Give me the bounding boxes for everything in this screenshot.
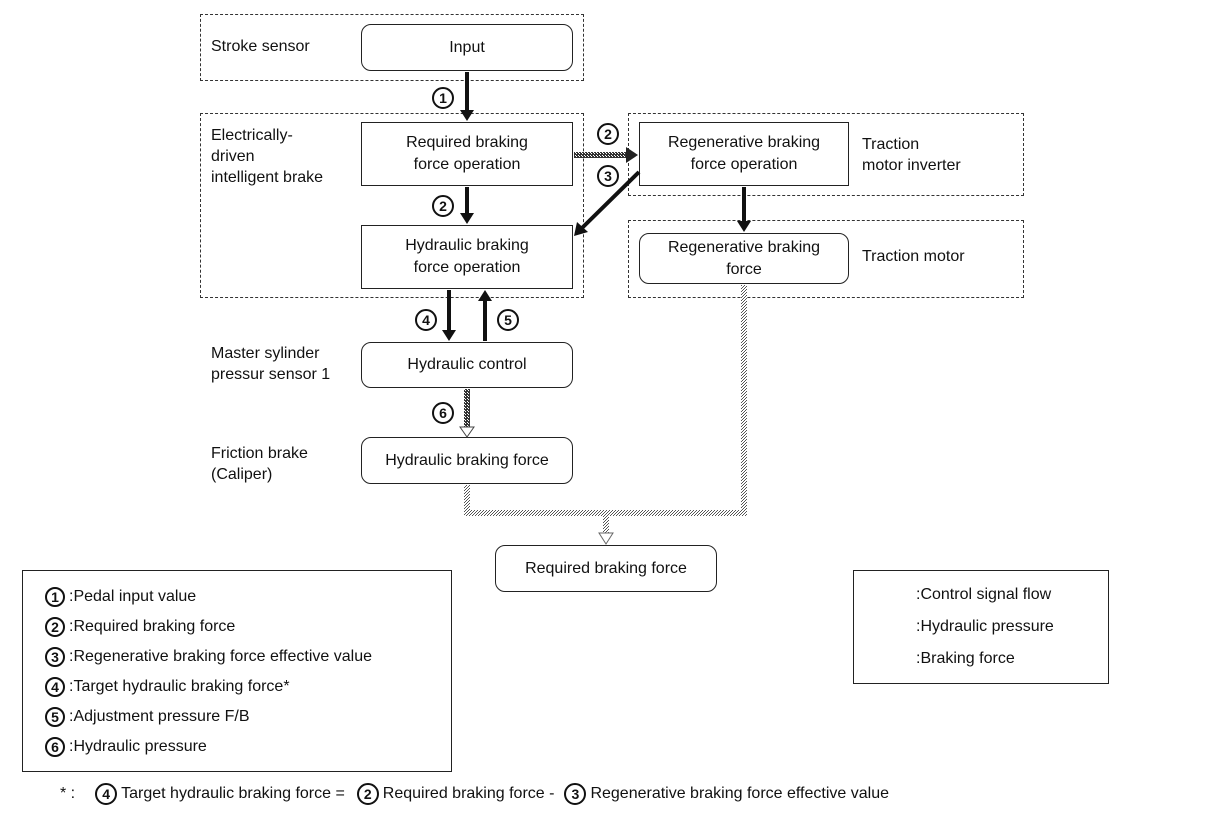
hyd-op-line2: force operation bbox=[413, 259, 521, 276]
hydraulic-braking-force-box: Hydraulic braking force bbox=[361, 437, 573, 484]
zone-intelligent-brake bbox=[200, 113, 584, 298]
input-box-text: Input bbox=[449, 38, 485, 56]
marker-2-circle-right: 2 bbox=[597, 123, 619, 145]
legend-item: 2 :Required braking force bbox=[45, 617, 235, 637]
legend-item: 4 :Target hydraulic braking force* bbox=[45, 677, 290, 697]
arrow-target-hydraulic-down bbox=[442, 290, 456, 341]
legend-item-text: :Pedal input value bbox=[69, 588, 197, 605]
legend-braking-force: :Braking force bbox=[916, 649, 1015, 669]
legend-item-text: :Adjustment pressure F/B bbox=[69, 708, 250, 725]
legend-number-circle: 1 bbox=[45, 587, 65, 607]
hyd-force-text: Hydraulic braking force bbox=[385, 451, 549, 469]
legend-number-circle: 2 bbox=[45, 617, 65, 637]
label-intelligent-brake: Electrically- driven intelligent brake bbox=[211, 127, 324, 186]
legend-item: 3 :Regenerative braking force effective … bbox=[45, 647, 372, 667]
legend-item: 1 :Pedal input value bbox=[45, 587, 196, 607]
marker-2-circle: 2 bbox=[432, 195, 454, 217]
legend-number-circle: 4 bbox=[45, 677, 65, 697]
legend-item: 5 :Adjustment pressure F/B bbox=[45, 707, 250, 727]
footnote-prefix: * : bbox=[60, 785, 76, 802]
connector-braking-force bbox=[464, 285, 747, 545]
legend-item-text: :Required braking force bbox=[69, 618, 236, 635]
legend-braking-text: :Braking force bbox=[916, 650, 1015, 667]
footnote-number-circle: 3 bbox=[564, 783, 587, 805]
required-braking-operation-box: Required braking force operation bbox=[361, 122, 573, 186]
legend-control-text: :Control signal flow bbox=[916, 586, 1052, 603]
label-motor-inverter: Traction motor inverter bbox=[862, 136, 961, 174]
required-braking-force-box: Required braking force bbox=[495, 545, 717, 592]
footnote-text-3: Regenerative braking force effective val… bbox=[590, 785, 889, 802]
arrow-adjustment-feedback-up bbox=[478, 290, 492, 341]
hyd-op-line1: Hydraulic braking bbox=[405, 237, 529, 254]
arrow-regenerative-to-force bbox=[737, 187, 751, 232]
legend-hydraulic-text: :Hydraulic pressure bbox=[916, 618, 1054, 635]
regenerative-braking-force-box: Regenerative braking force bbox=[639, 233, 849, 284]
number-legend: 1 :Pedal input value 2 :Required braking… bbox=[22, 570, 452, 772]
regen-force-line2: force bbox=[726, 260, 762, 278]
arrow-required-to-hydraulic bbox=[460, 187, 474, 224]
legend-item-text: :Regenerative braking force effective va… bbox=[69, 648, 372, 665]
label-traction-motor: Traction motor bbox=[862, 248, 965, 265]
marker-5-circle: 5 bbox=[497, 309, 519, 331]
marker-1-circle: 1 bbox=[432, 87, 454, 109]
marker-4-circle: 4 bbox=[415, 309, 437, 331]
zone-stroke-sensor bbox=[200, 14, 584, 81]
marker-6-circle: 6 bbox=[432, 402, 454, 424]
legend-control-signal: :Control signal flow bbox=[916, 585, 1051, 605]
line-style-legend: :Control signal flow :Hydraulic pressure… bbox=[853, 570, 1109, 684]
label-master-cylinder-sensor: Master sylinder pressur sensor 1 bbox=[211, 345, 331, 383]
footnote: * : 4 Target hydraulic braking force = 2… bbox=[60, 783, 889, 805]
hyd-control-text: Hydraulic control bbox=[407, 356, 527, 373]
regen-force-line1: Regenerative braking bbox=[667, 238, 821, 256]
legend-number-circle: 6 bbox=[45, 737, 65, 757]
arrow-hydraulic-pressure bbox=[459, 389, 475, 438]
hydraulic-control-box: Hydraulic control bbox=[361, 342, 573, 388]
footnote-text-1: Target hydraulic braking force = bbox=[121, 785, 345, 802]
hydraulic-braking-operation-box: Hydraulic braking force operation bbox=[361, 225, 573, 289]
legend-number-circle: 3 bbox=[45, 647, 65, 667]
marker-3-circle: 3 bbox=[597, 165, 619, 187]
required-force-text: Required braking force bbox=[525, 559, 687, 577]
footnote-text-2: Required braking force - bbox=[382, 785, 555, 802]
legend-item-text: :Target hydraulic braking force* bbox=[69, 678, 290, 695]
footnote-number-circle: 2 bbox=[356, 783, 379, 805]
legend-number-circle: 5 bbox=[45, 707, 65, 727]
footnote-number-circle: 4 bbox=[95, 783, 118, 805]
regen-op-line2: force operation bbox=[690, 156, 798, 173]
label-stroke-sensor: Stroke sensor bbox=[211, 38, 310, 55]
required-op-line2: force operation bbox=[413, 156, 521, 173]
arrow-regenerative-to-hydraulic bbox=[574, 170, 641, 236]
legend-item: 6 :Hydraulic pressure bbox=[45, 737, 207, 757]
legend-item-text: :Hydraulic pressure bbox=[69, 738, 207, 755]
regen-op-line1: Regenerative braking bbox=[667, 134, 821, 151]
arrow-required-to-regenerative bbox=[574, 147, 638, 163]
zone-traction-motor bbox=[628, 220, 1024, 298]
required-op-line1: Required braking bbox=[406, 134, 528, 151]
legend-hydraulic-pressure: :Hydraulic pressure bbox=[916, 617, 1054, 637]
label-friction-brake: Friction brake (Caliper) bbox=[211, 445, 308, 483]
regenerative-braking-operation-box: Regenerative braking force operation bbox=[639, 122, 849, 186]
arrow-input-to-required bbox=[460, 72, 474, 121]
input-box: Input bbox=[361, 24, 573, 71]
